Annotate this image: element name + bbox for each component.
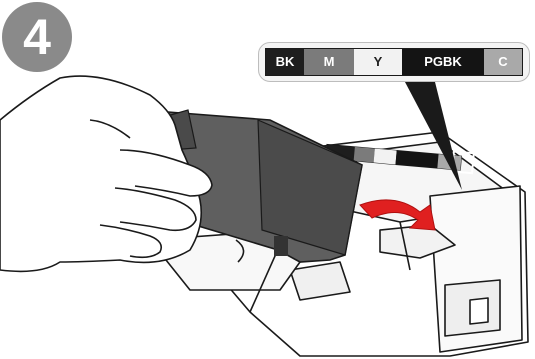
ink-label-m: M [304, 49, 354, 75]
ink-cartridge-icon [159, 109, 363, 263]
insert-arrow-icon [359, 199, 436, 231]
callout-pointer [405, 82, 462, 190]
ink-label-c: C [484, 49, 522, 75]
step-number-badge: 4 [2, 2, 72, 72]
ink-label-pgbk: PGBK [402, 49, 484, 75]
ink-label-row: BK M Y PGBK C [265, 48, 523, 76]
hand-icon [0, 75, 213, 273]
ink-label-strip: BK M Y PGBK C [258, 42, 530, 82]
ink-label-y: Y [354, 49, 402, 75]
ink-label-bk: BK [266, 49, 304, 75]
